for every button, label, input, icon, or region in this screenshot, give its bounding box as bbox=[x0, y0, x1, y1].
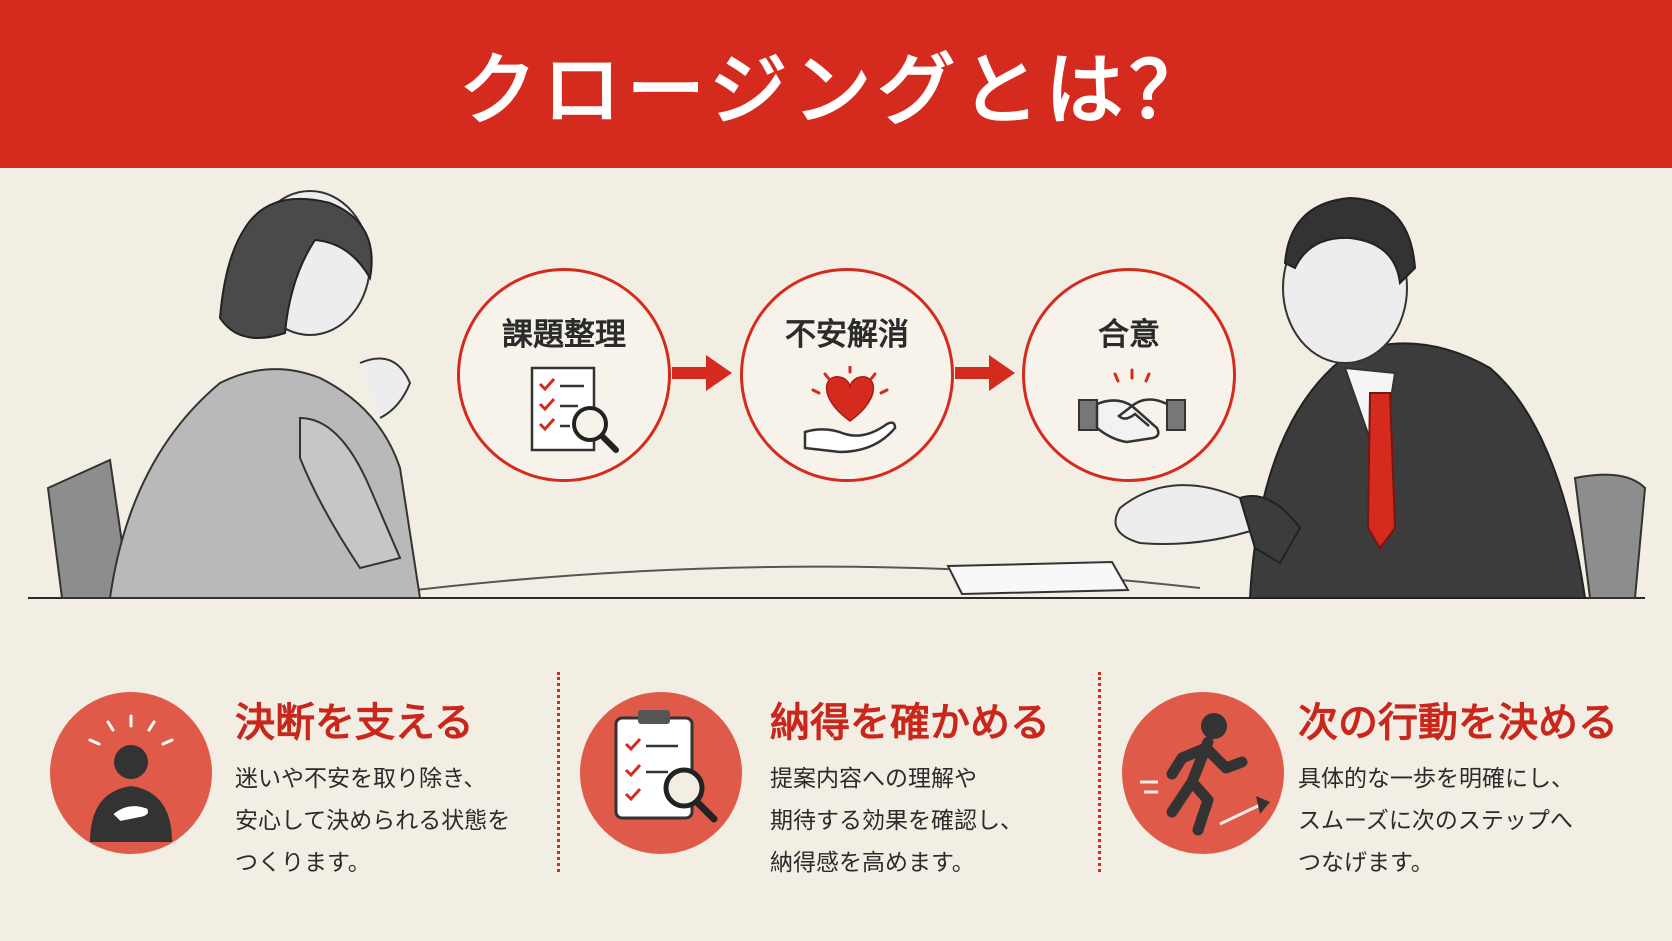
card-icon-circle bbox=[580, 692, 742, 854]
card-icon-circle bbox=[1122, 692, 1284, 854]
card-body-line: 安心して決められる状態を bbox=[235, 808, 511, 834]
card-title: 次の行動を決める bbox=[1298, 699, 1618, 746]
card-body-line: つくります。 bbox=[235, 850, 371, 876]
handshake-icon bbox=[1078, 368, 1186, 444]
step-label: 合意 bbox=[1098, 317, 1160, 353]
card-divider-1 bbox=[557, 672, 560, 872]
step-agreement: 合意 bbox=[1022, 268, 1236, 482]
header-banner: クロージングとは？ bbox=[0, 0, 1672, 168]
card-body-line: 期待する効果を確認し、 bbox=[770, 808, 1023, 834]
card-body: 提案内容への理解や 期待する効果を確認し、 納得感を高めます。 bbox=[770, 758, 1023, 884]
checklist-magnifier-icon bbox=[530, 366, 619, 453]
step-label: 不安解消 bbox=[785, 317, 909, 353]
flow-arrow-1 bbox=[672, 355, 732, 391]
card-body-line: 具体的な一歩を明確にし、 bbox=[1298, 766, 1574, 792]
running-person-icon bbox=[1140, 713, 1270, 836]
card-body: 具体的な一歩を明確にし、 スムーズに次のステップへ つなげます。 bbox=[1298, 758, 1574, 884]
meeting-scene: 課題整理 不安解消 合意 bbox=[0, 168, 1672, 638]
card-title: 納得を確かめる bbox=[770, 699, 1050, 746]
person-hand-on-chest-icon bbox=[88, 714, 174, 842]
woman-figure bbox=[108, 190, 422, 599]
card-body-line: つなげます。 bbox=[1298, 850, 1434, 876]
flow-arrow-2 bbox=[955, 355, 1015, 391]
card-title: 決断を支える bbox=[235, 699, 474, 746]
meeting-illustration bbox=[28, 190, 1647, 599]
card-divider-2 bbox=[1098, 672, 1101, 872]
card-body-line: 提案内容への理解や bbox=[770, 766, 977, 792]
clipboard-magnifier-icon bbox=[614, 710, 718, 823]
step-issue-organization: 課題整理 bbox=[457, 268, 671, 482]
step-anxiety-relief: 不安解消 bbox=[740, 268, 954, 482]
card-body-line: 迷いや不安を取り除き、 bbox=[235, 766, 487, 792]
card-icon-circle bbox=[50, 692, 212, 854]
heart-in-hand-icon bbox=[803, 366, 897, 454]
step-label: 課題整理 bbox=[502, 317, 626, 353]
card-body-line: スムーズに次のステップへ bbox=[1298, 808, 1573, 834]
page-title: クロージングとは？ bbox=[458, 45, 1214, 136]
man-figure bbox=[1114, 196, 1587, 599]
card-body-line: 納得感を高めます。 bbox=[770, 850, 975, 876]
card-body: 迷いや不安を取り除き、 安心して決められる状態を つくります。 bbox=[235, 758, 510, 884]
